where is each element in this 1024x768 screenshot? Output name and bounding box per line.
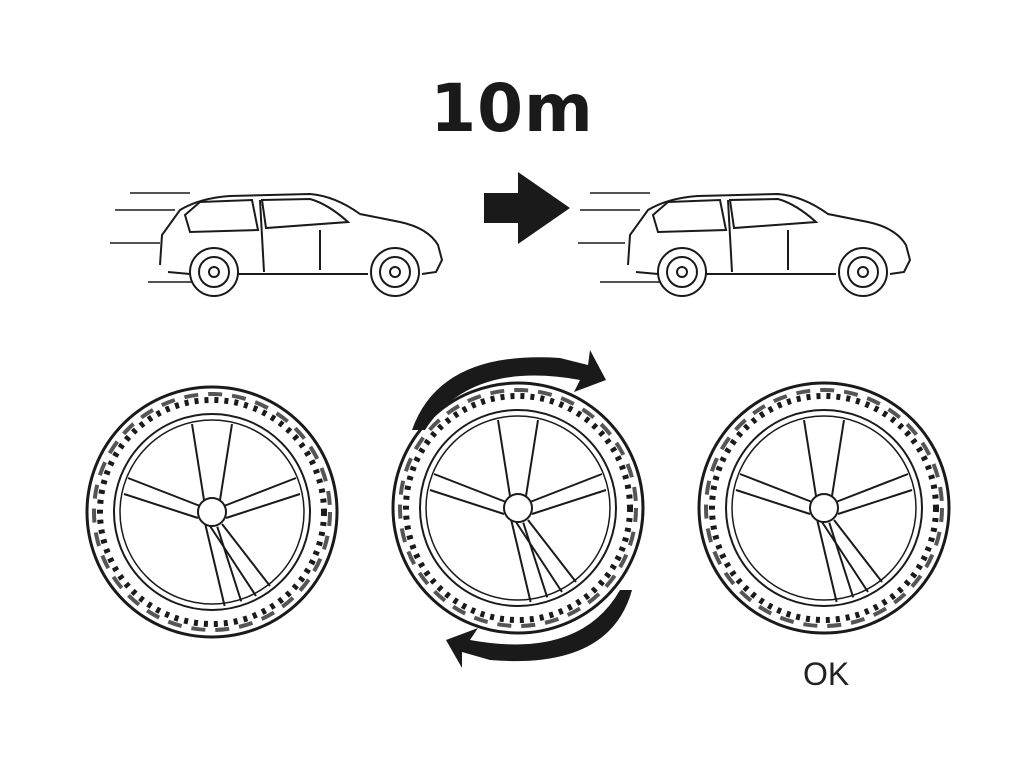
car-after-icon bbox=[627, 193, 911, 297]
forward-arrow-icon bbox=[484, 172, 570, 244]
result-ok-label: OK bbox=[803, 656, 850, 692]
rotation-arrows-icon bbox=[412, 350, 632, 668]
distance-heading: 10m bbox=[430, 70, 594, 147]
wheel-chain-ok-icon bbox=[699, 383, 949, 633]
speed-lines-right bbox=[578, 192, 660, 283]
wheel-chain-loose-icon bbox=[87, 387, 337, 637]
car-before-icon bbox=[159, 193, 443, 297]
speed-lines-left bbox=[110, 192, 200, 283]
